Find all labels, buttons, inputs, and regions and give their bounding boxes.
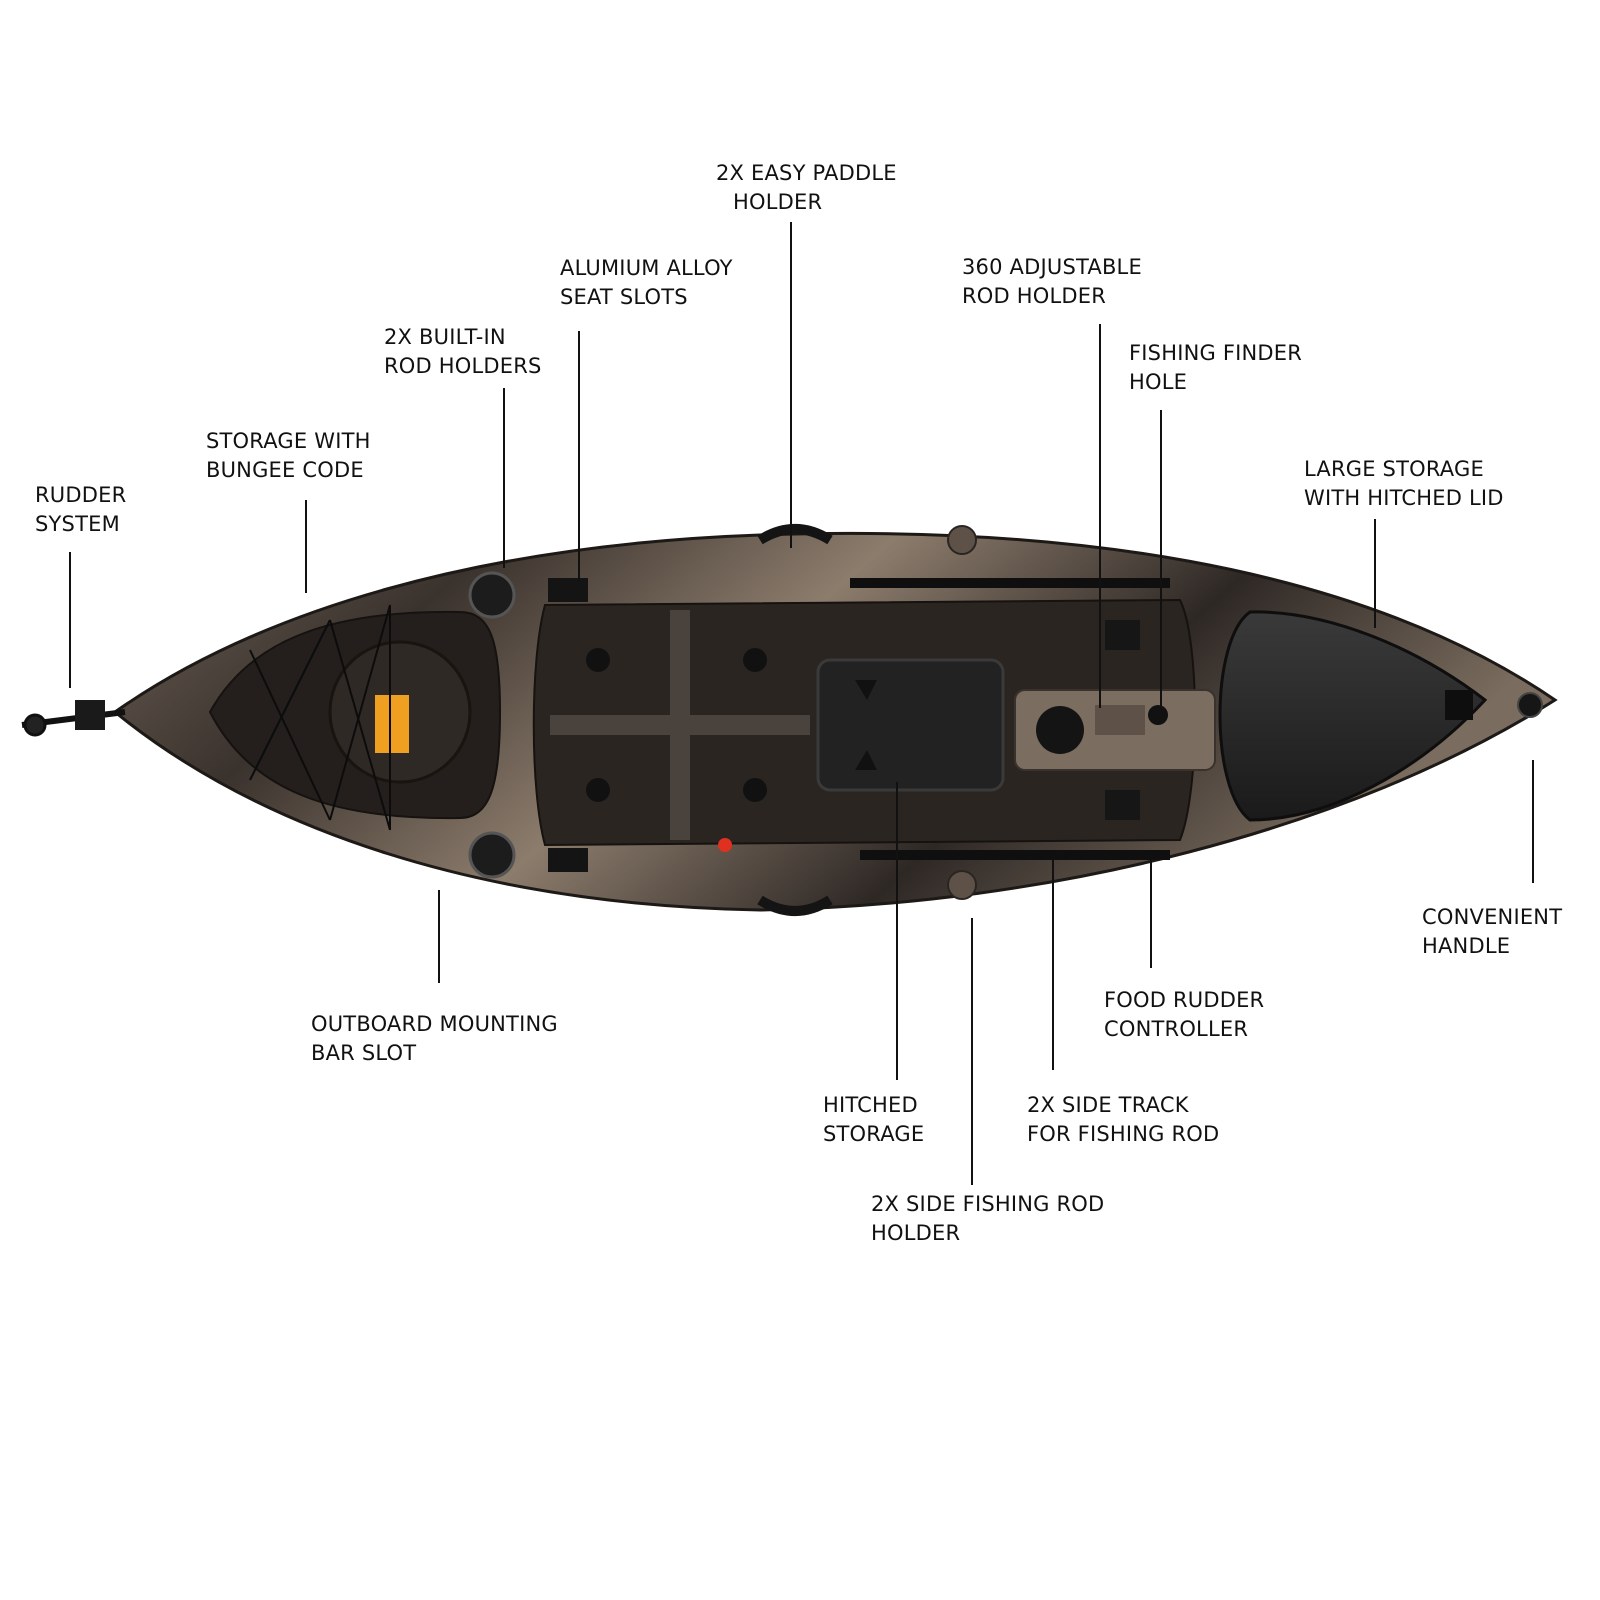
callout-line: HITCHED [823, 1093, 918, 1117]
scupper-hole [743, 648, 767, 672]
callout-line: HOLDER [733, 190, 823, 214]
lid-latch [1445, 690, 1473, 720]
callout-line: SYSTEM [35, 512, 120, 536]
callout-built-in-rod-holders: 2X BUILT-IN ROD HOLDERS [384, 323, 542, 381]
callout-adjustable-rod-holder: 360 ADJUSTABLE ROD HOLDER [962, 253, 1142, 311]
callout-line: SEAT SLOTS [560, 285, 688, 309]
callout-line: ROD HOLDER [962, 284, 1107, 308]
foot-rudder-top [1105, 620, 1140, 650]
red-knob [718, 838, 732, 852]
built-in-rod-holder-top [468, 571, 516, 619]
built-in-rod-holder-bottom [468, 831, 516, 879]
hatch-latch [855, 750, 877, 770]
callout-hitched-storage: HITCHED STORAGE [823, 1091, 924, 1149]
large-storage-lid [1218, 610, 1488, 822]
paddle-holder-top [757, 524, 833, 545]
callout-storage-bungee: STORAGE WITH BUNGEE CODE [206, 427, 371, 485]
front-carry-handle [1517, 692, 1543, 718]
callout-line: HANDLE [1422, 934, 1511, 958]
callout-line: WITH HITCHED LID [1304, 486, 1504, 510]
callout-large-storage: LARGE STORAGE WITH HITCHED LID [1304, 455, 1504, 513]
callout-line: HOLDER [871, 1221, 961, 1245]
callout-line: FISHING FINDER [1129, 341, 1303, 365]
callout-line: RUDDER [35, 483, 127, 507]
callout-line: 360 ADJUSTABLE [962, 255, 1142, 279]
callout-line: 2X BUILT-IN [384, 325, 506, 349]
callout-line: 2X EASY PADDLE [716, 161, 897, 185]
callout-side-fishing-rod-holder: 2X SIDE FISHING ROD HOLDER [871, 1190, 1104, 1248]
callout-line: 2X SIDE FISHING ROD [871, 1192, 1105, 1216]
rudder-assembly [21, 700, 126, 737]
callout-line: OUTBOARD MOUNTING [311, 1012, 558, 1036]
scupper-hole [743, 778, 767, 802]
callout-line: HOLE [1129, 370, 1188, 394]
paddle-holder-bottom [757, 895, 833, 916]
hatch-latch [855, 680, 877, 700]
callout-line: STORAGE WITH [206, 429, 371, 453]
hitched-storage-hatch [816, 658, 1005, 792]
callout-fishing-finder-hole: FISHING FINDER HOLE [1129, 339, 1302, 397]
callout-convenient-handle: CONVENIENT HANDLE [1422, 903, 1562, 961]
callout-line: STORAGE [823, 1122, 925, 1146]
seat-slot-top [548, 578, 588, 602]
callout-side-track: 2X SIDE TRACK FOR FISHING ROD [1027, 1091, 1219, 1149]
adjustable-rod-holder-mount [1036, 706, 1084, 754]
callout-line: FOOD RUDDER [1104, 988, 1265, 1012]
callout-outboard-mounting: OUTBOARD MOUNTING BAR SLOT [311, 1010, 558, 1068]
callout-line: FOR FISHING ROD [1027, 1122, 1220, 1146]
rear-hatch-label [375, 695, 409, 753]
callout-line: CONTROLLER [1104, 1017, 1249, 1041]
rod-holder-plate [1095, 705, 1145, 735]
side-rod-holder-top [947, 525, 977, 555]
callout-line: CONVENIENT [1422, 905, 1563, 929]
callout-line: ALUMIUM ALLOY [560, 256, 733, 280]
callout-line: ROD HOLDERS [384, 354, 542, 378]
callout-line: LARGE STORAGE [1304, 457, 1484, 481]
callout-food-rudder-controller: FOOD RUDDER CONTROLLER [1104, 986, 1264, 1044]
foot-rudder-bottom [1105, 790, 1140, 820]
callout-seat-slots: ALUMIUM ALLOY SEAT SLOTS [560, 254, 733, 312]
callout-line: BUNGEE CODE [206, 458, 364, 482]
callout-easy-paddle-holder: 2X EASY PADDLE HOLDER [716, 159, 897, 217]
callout-line: BAR SLOT [311, 1041, 417, 1065]
side-rod-holder-bottom [947, 870, 977, 900]
callout-rudder-system: RUDDER SYSTEM [35, 481, 126, 539]
seat-slot-bottom [548, 848, 588, 872]
fish-finder-hole [1148, 705, 1168, 725]
scupper-hole [586, 648, 610, 672]
side-track-bottom [860, 850, 1170, 860]
callout-line: 2X SIDE TRACK [1027, 1093, 1189, 1117]
seat-rib [670, 610, 690, 840]
scupper-hole [586, 778, 610, 802]
side-track-top [850, 578, 1170, 588]
bungee-cords [249, 604, 391, 831]
